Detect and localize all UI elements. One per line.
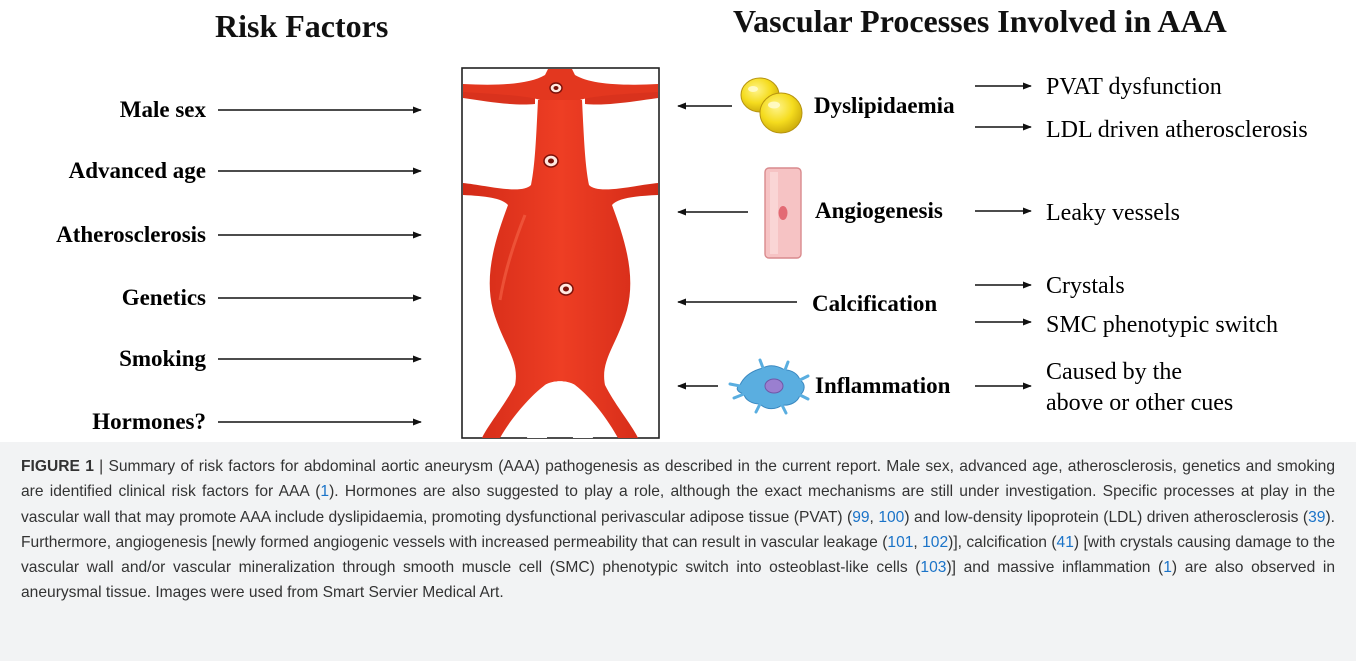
citation-link[interactable]: 41 [1057, 534, 1074, 551]
citation-link[interactable]: 1 [1163, 559, 1172, 576]
caption-text: ) and low-density lipoprotein (LDL) driv… [904, 509, 1308, 526]
caption-text: )] and massive inflammation ( [946, 559, 1163, 576]
figure-label: FIGURE 1 [21, 458, 94, 475]
lipid-droplets-icon [741, 78, 802, 133]
citation-link[interactable]: 39 [1308, 509, 1325, 526]
risk-arrows [218, 110, 421, 422]
caption-separator: | [94, 458, 109, 475]
caption-text: )], calcification ( [948, 534, 1056, 551]
immune-cell-icon [730, 360, 808, 413]
citation-link[interactable]: 100 [878, 509, 904, 526]
diagram-graphics [0, 0, 1356, 442]
endothelial-cell-icon [765, 168, 801, 258]
effect-arrows [975, 86, 1031, 386]
citation-link[interactable]: 1 [320, 483, 329, 500]
citation-link[interactable]: 99 [852, 509, 869, 526]
citation-link[interactable]: 101 [887, 534, 913, 551]
citation-link[interactable]: 102 [922, 534, 948, 551]
caption-text: , [870, 509, 879, 526]
caption-text: , [913, 534, 922, 551]
figure-caption: FIGURE 1 | Summary of risk factors for a… [21, 454, 1335, 606]
citation-link[interactable]: 103 [920, 559, 946, 576]
